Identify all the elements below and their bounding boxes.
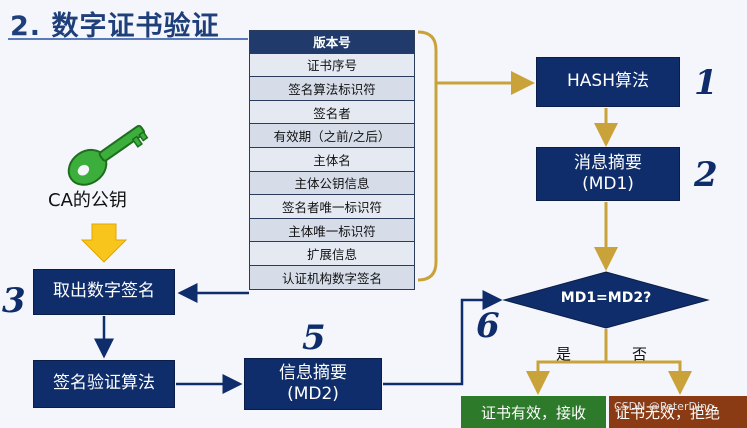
step-number-6: 6 (476, 306, 500, 346)
certificate-field-row: 主体公钥信息 (249, 171, 415, 196)
watermark-text: CSDN @PeterDino (614, 400, 714, 413)
decision-label: MD1=MD2? (560, 290, 652, 306)
arrow-md2-decision (383, 290, 503, 386)
certificate-field-row: 证书序号 (249, 53, 415, 78)
accept-box: 证书有效，接收 (461, 396, 606, 428)
md1-box: 消息摘要 (MD1) (536, 147, 680, 201)
key-down-arrow (80, 223, 128, 263)
hash-algorithm-box: HASH算法 (536, 57, 680, 107)
signature-verify-box: 签名验证算法 (33, 360, 175, 408)
extract-signature-box: 取出数字签名 (33, 269, 175, 315)
signature-verify-label: 签名验证算法 (53, 373, 155, 394)
certificate-field-row: 签名算法标识符 (249, 77, 415, 101)
certificate-table: 版本号证书序号签名算法标识符签名者有效期（之前/之后）主体名主体公钥信息签名者唯… (249, 30, 415, 290)
certificate-field-row: 扩展信息 (249, 242, 415, 266)
field-bracket (417, 30, 438, 282)
certificate-field-row: 认证机构数字签名 (249, 265, 415, 290)
certificate-field-row: 版本号 (249, 30, 415, 54)
step-number-3: 3 (2, 281, 26, 321)
step-number-2: 2 (694, 155, 718, 195)
title-underline (8, 38, 248, 40)
certificate-field-row: 签名者 (249, 100, 415, 125)
yes-label: 是 (556, 345, 572, 363)
certificate-field-row: 签名者唯一标识符 (249, 195, 415, 219)
extract-signature-label: 取出数字签名 (53, 281, 155, 302)
no-label: 否 (632, 345, 648, 363)
key-icon (67, 124, 149, 186)
certificate-field-row: 有效期（之前/之后） (249, 124, 415, 148)
md1-label: 消息摘要 (MD1) (574, 152, 642, 194)
md2-box: 信息摘要 (MD2) (244, 358, 382, 410)
page-title: 2. 数字证书验证 (10, 11, 220, 42)
hash-algorithm-label: HASH算法 (567, 71, 649, 92)
decision-diamond (502, 271, 710, 329)
certificate-field-row: 主体名 (249, 147, 415, 172)
step-number-5: 5 (302, 318, 326, 358)
step-number-1: 1 (694, 63, 718, 103)
reject-box: 证书无效，拒绝 (609, 396, 747, 428)
certificate-field-row: 主体唯一标识符 (249, 218, 415, 243)
md2-label: 信息摘要 (MD2) (279, 362, 347, 404)
ca-public-key-label: CA的公钥 (48, 190, 127, 211)
branch-no (606, 360, 692, 395)
branch-yes (526, 360, 606, 395)
